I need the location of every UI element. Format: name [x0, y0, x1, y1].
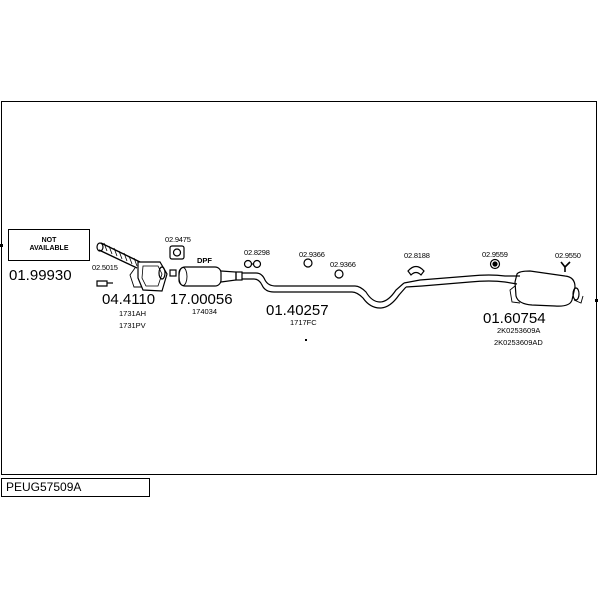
- catalyst-part: [129, 261, 168, 292]
- dpf-label: DPF: [197, 256, 212, 265]
- fitting-dpf-inlet: [169, 269, 177, 277]
- part-number-middle-pipe: 01.40257: [266, 302, 329, 319]
- oem-number-1731ah: 1731AH: [119, 309, 147, 318]
- oem-number-1717fc: 1717FC: [290, 318, 317, 327]
- oem-number-1731pv: 1731PV: [119, 321, 146, 330]
- fitting-code-02-8298: 02.8298: [244, 248, 270, 257]
- fitting-02-9550: [560, 261, 571, 272]
- fitting-code-02-5015: 02.5015: [92, 263, 118, 272]
- fitting-code-02-9475: 02.9475: [165, 235, 191, 244]
- fitting-02-9366-a: [303, 258, 313, 268]
- fitting-02-5015: [96, 280, 113, 287]
- diagram-frame: [1, 101, 597, 475]
- oem-number-174034: 174034: [192, 307, 218, 316]
- fitting-code-02-9366-b: 02.9366: [330, 260, 356, 269]
- fitting-code-02-8188: 02.8188: [404, 251, 430, 260]
- fitting-02-8298: [243, 259, 262, 269]
- part-number-dpf: 17.00056: [170, 291, 233, 308]
- rear-pipe: [403, 274, 520, 288]
- fitting-code-02-9550: 02.9550: [555, 251, 581, 260]
- part-number-front-section: 01.99930: [9, 267, 72, 284]
- not-available-line1: NOT: [41, 237, 57, 244]
- not-available-box: NOT AVAILABLE: [8, 229, 90, 261]
- model-code-box: PEUG57509A: [1, 478, 150, 497]
- oem-number-2k0253609ad: 2K0253609AD: [494, 338, 543, 347]
- flex-pipe: [96, 242, 141, 269]
- fitting-02-9559: [489, 258, 501, 270]
- model-code: PEUG57509A: [6, 480, 82, 494]
- part-number-catalyst: 04.4110: [102, 291, 156, 308]
- fitting-02-9366-b: [334, 269, 344, 279]
- fitting-code-02-9559: 02.9559: [482, 250, 508, 259]
- gasket-02-9475: [169, 245, 185, 260]
- dpf-part: [178, 266, 243, 287]
- oem-number-2k0253609a: 2K0253609A: [497, 326, 541, 335]
- fitting-02-8188: [407, 265, 425, 276]
- edge-marker-left: [0, 244, 3, 247]
- not-available-line2: AVAILABLE: [29, 245, 69, 252]
- stray-dot: [305, 339, 307, 341]
- rear-silencer: [509, 270, 584, 307]
- part-number-rear-silencer: 01.60754: [483, 310, 546, 327]
- fitting-code-02-9366-a: 02.9366: [299, 250, 325, 259]
- edge-marker-right: [595, 299, 598, 302]
- middle-pipe: [242, 272, 407, 309]
